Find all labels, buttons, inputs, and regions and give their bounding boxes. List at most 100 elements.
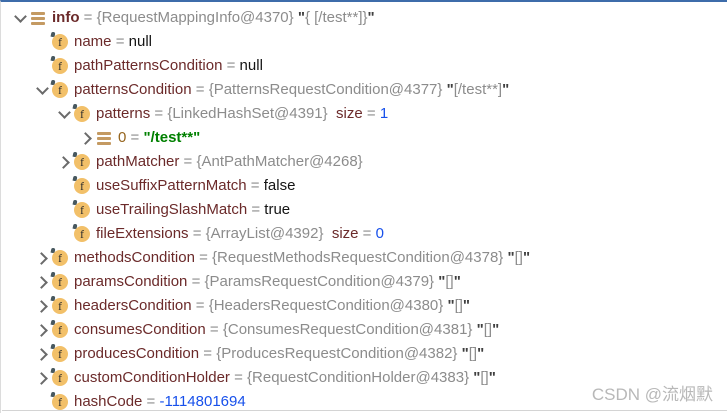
variable-name: useSuffixPatternMatch: [96, 177, 247, 194]
chevron-down-icon[interactable]: [54, 104, 74, 124]
chevron-right-icon[interactable]: [32, 344, 52, 364]
value-segment-ref: {ConsumesRequestCondition@4381}: [222, 321, 473, 338]
value-segment-q: ": [522, 249, 531, 266]
chevron-right-icon[interactable]: [32, 368, 52, 388]
field-icon: f: [50, 391, 68, 410]
value-segment-eq: =: [194, 249, 213, 266]
value-segment-ref: {ArrayList@4392}: [205, 225, 324, 242]
variable-name: fileExtensions: [96, 225, 189, 242]
chevron-right-icon[interactable]: [32, 272, 52, 292]
variable-name: useTrailingSlashMatch: [96, 201, 248, 218]
tree-row-info[interactable]: info = {RequestMappingInfo@4370} "{ [/te…: [2, 6, 727, 30]
field-icon: f: [50, 79, 68, 98]
chevron-right-icon[interactable]: [32, 320, 52, 340]
value-segment-q: ": [477, 345, 485, 362]
value-segment-ref: {ProducesRequestCondition@4382}: [216, 345, 458, 362]
value-segment-eq: =: [79, 9, 97, 26]
field-modifier-mark: [72, 151, 78, 158]
value-list-icon: [96, 130, 112, 146]
chevron-down-icon[interactable]: [10, 8, 30, 28]
value-segment-eq: =: [199, 345, 217, 362]
variable-name: pathMatcher: [96, 153, 180, 170]
value-segment-str: []: [483, 321, 493, 338]
variables-tree: info = {RequestMappingInfo@4370} "{ [/te…: [2, 4, 727, 411]
value-segment-ref: {AntPathMatcher@4268}: [196, 153, 363, 170]
value-segment-eq: =: [191, 81, 209, 98]
value-segment-q: ": [476, 321, 484, 338]
value-segment-eq: =: [222, 57, 240, 74]
variable-name: info: [52, 9, 80, 26]
field-icon: f: [72, 151, 90, 170]
value-segment-q: ": [446, 81, 454, 98]
variable-name: customConditionHolder: [74, 369, 230, 386]
value-segment-q: ": [502, 81, 510, 98]
value-segment-q: ": [447, 297, 455, 314]
variable-name: name: [74, 33, 112, 50]
value-segment-eq: =: [205, 321, 223, 338]
field-modifier-mark: [50, 55, 56, 62]
value-segment-ref: {RequestMappingInfo@4370}: [96, 9, 294, 26]
tree-row-0[interactable]: 0 = "/test**": [2, 126, 727, 150]
value-segment-q: ": [492, 321, 500, 338]
variable-name: 0: [118, 129, 127, 146]
chevron-down-icon[interactable]: [32, 80, 52, 100]
chevron-empty-slot: [32, 32, 52, 52]
value-segment-eq: =: [142, 393, 160, 410]
tree-row-pathMatcher[interactable]: f pathMatcher = {AntPathMatcher@4268}: [2, 150, 727, 174]
value-segment-str: []: [468, 345, 478, 362]
value-segment-num: -1114801694: [159, 393, 246, 410]
value-segment-eq: =: [150, 105, 168, 122]
field-icon: f: [50, 271, 68, 290]
value-segment-q: ": [438, 273, 446, 290]
field-icon: f: [72, 103, 90, 122]
chevron-right-icon[interactable]: [32, 296, 52, 316]
value-segment-q: ": [507, 249, 515, 266]
value-segment-eq: =: [179, 153, 197, 170]
variable-name: patternsCondition: [74, 81, 192, 98]
chevron-right-icon[interactable]: [32, 248, 52, 268]
value-segment-q: ": [461, 345, 469, 362]
value-segment-eq: =: [362, 105, 380, 122]
value-segment-kw: null: [128, 33, 152, 50]
field-modifier-mark: [50, 79, 56, 86]
value-segment-num: 0: [375, 225, 384, 242]
value-segment-eq: =: [229, 369, 248, 386]
chevron-empty-slot: [32, 392, 52, 410]
value-segment-eq: =: [358, 225, 376, 242]
value-segment-kw: true: [264, 201, 291, 218]
chevron-right-icon[interactable]: [76, 128, 96, 148]
value-segment-str: []: [514, 249, 523, 266]
value-segment-eq: [328, 102, 336, 126]
value-segment-ref: {RequestMethodsRequestCondition@4378}: [212, 249, 504, 266]
field-modifier-mark: [50, 343, 56, 350]
field-modifier-mark: [72, 199, 78, 206]
chevron-right-icon[interactable]: [54, 152, 74, 172]
variable-name: paramsCondition: [74, 273, 188, 290]
field-modifier-mark: [72, 103, 78, 110]
variable-name: headersCondition: [74, 297, 192, 314]
chevron-empty-slot: [32, 56, 52, 76]
watermark: CSDN @流烟默: [591, 385, 713, 404]
value-segment-ref: {RequestConditionHolder@4383}: [247, 369, 470, 386]
field-icon: f: [50, 295, 68, 314]
variable-name: consumesCondition: [74, 321, 206, 338]
value-segment-str: []: [454, 297, 463, 314]
field-modifier-mark: [50, 319, 56, 326]
value-segment-kw: null: [239, 57, 263, 74]
field-modifier-mark: [50, 367, 56, 374]
